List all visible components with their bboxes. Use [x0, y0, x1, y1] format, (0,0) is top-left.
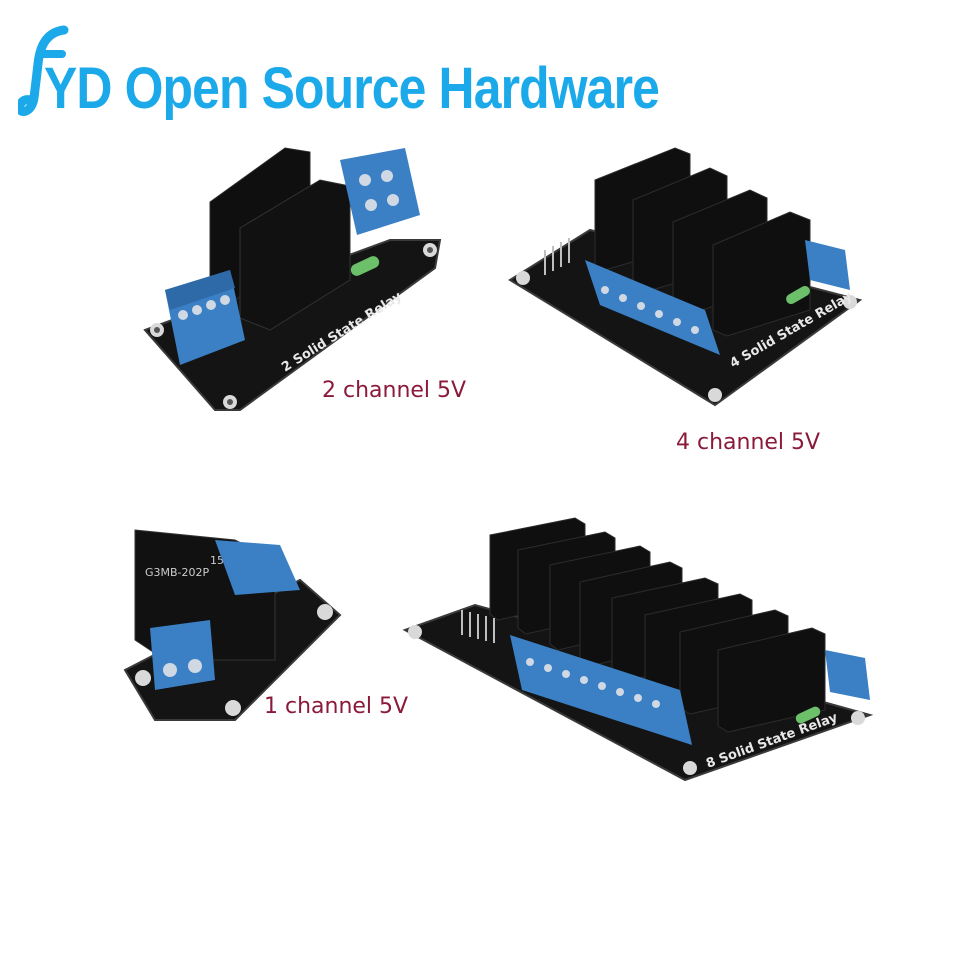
- relay-board-1ch: G3MB-202P 1565E: [123, 529, 342, 721]
- music-note-icon: [18, 25, 69, 116]
- relay-board-2ch: 2 Solid State Relay: [143, 147, 442, 411]
- caption-2-channel: 2 channel 5V: [322, 378, 467, 403]
- relay-board-8ch: 8 Solid State Relay: [402, 517, 874, 782]
- relay-board-4ch: 4 Solid State Relay: [508, 147, 863, 407]
- brand-name: YD Open Source Hardware: [44, 56, 660, 121]
- caption-1-channel: 1 channel 5V: [264, 694, 409, 719]
- caption-4-channel: 4 channel 5V: [676, 430, 821, 455]
- relay-model-1ch: G3MB-202P: [145, 566, 210, 579]
- brand-logo: YD Open Source Hardware: [18, 8, 759, 118]
